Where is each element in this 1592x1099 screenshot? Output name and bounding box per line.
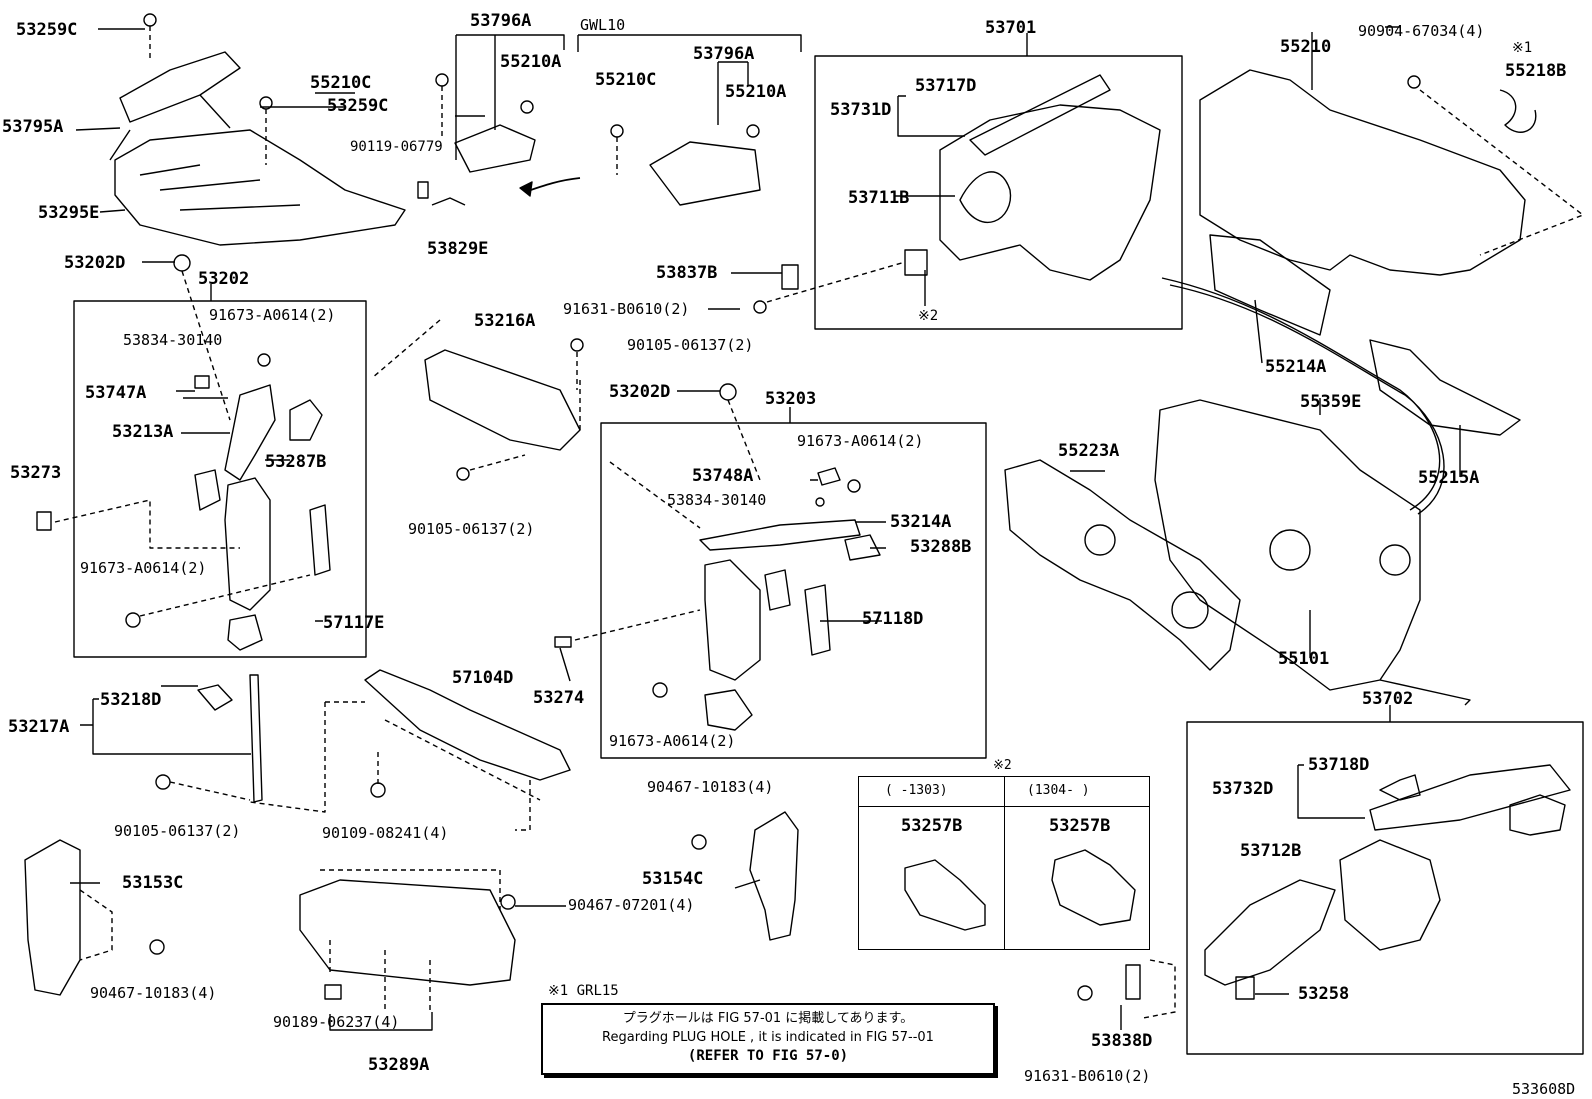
variant-col1-part: 53257B xyxy=(901,816,963,836)
label-55101: 55101 xyxy=(1278,649,1329,669)
label-53796A-b: 53796A xyxy=(693,44,754,64)
label-53203: 53203 xyxy=(765,389,816,409)
label-53796A-a: 53796A xyxy=(470,11,531,31)
label-53795A: 53795A xyxy=(2,117,63,137)
label-91673-A0614-b: 91673-A0614(2) xyxy=(80,559,206,577)
label-57117E: 57117E xyxy=(323,613,384,633)
label-53748A: 53748A xyxy=(692,466,753,486)
label-53712B: 53712B xyxy=(1240,841,1301,861)
plug-note-jp: プラグホールは FIG 57-01 に掲載してあります。 xyxy=(622,1011,914,1026)
label-53732D: 53732D xyxy=(1212,779,1273,799)
label-90105-06137-b: 90105-06137(2) xyxy=(408,520,534,538)
label-91673-A0614-a: 91673-A0614(2) xyxy=(209,306,335,324)
label-53838D: 53838D xyxy=(1091,1031,1152,1051)
group-box-53701 xyxy=(814,55,1183,330)
label-55218B: 55218B xyxy=(1505,61,1566,81)
variant-table: ( -1303) (1304- ) 53257B 53257B xyxy=(858,776,1150,950)
label-53273: 53273 xyxy=(10,463,61,483)
footer-code: 533608D xyxy=(1512,1080,1575,1098)
label-53717D: 53717D xyxy=(915,76,976,96)
label-53202: 53202 xyxy=(198,269,249,289)
label-53259C-b: 53259C xyxy=(327,96,388,116)
label-53287B: 53287B xyxy=(265,452,326,472)
label-55210A-b: 55210A xyxy=(725,82,786,102)
group-box-53202 xyxy=(73,300,367,658)
label-55214A: 55214A xyxy=(1265,357,1326,377)
label-53258: 53258 xyxy=(1298,984,1349,1004)
label-53218D: 53218D xyxy=(100,690,161,710)
label-55210C-a: 55210C xyxy=(310,73,371,93)
label-53153C: 53153C xyxy=(122,873,183,893)
label-90467-07201: 90467-07201(4) xyxy=(568,896,694,914)
variant-table-divider xyxy=(1004,777,1005,949)
label-57104D: 57104D xyxy=(452,668,513,688)
label-90105-06137-a: 90105-06137(2) xyxy=(627,336,753,354)
plug-note-refer: (REFER TO FIG 57-0) xyxy=(687,1048,849,1064)
note-star2: ※2 xyxy=(918,308,938,324)
label-53259C-a: 53259C xyxy=(16,20,77,40)
label-53837B: 53837B xyxy=(656,263,717,283)
variant-col2-header: (1304- ) xyxy=(1027,783,1090,798)
label-55359E: 55359E xyxy=(1300,392,1361,412)
label-53718D: 53718D xyxy=(1308,755,1369,775)
label-53731D: 53731D xyxy=(830,100,891,120)
label-53216A: 53216A xyxy=(474,311,535,331)
label-90189-06237: 90189-06237(4) xyxy=(273,1013,399,1031)
label-55210: 55210 xyxy=(1280,37,1331,57)
label-53202D-a: 53202D xyxy=(64,253,125,273)
note-gwl10: GWL10 xyxy=(580,16,625,34)
label-90119-06779: 90119-06779 xyxy=(350,139,443,155)
label-53274: 53274 xyxy=(533,688,584,708)
label-90467-10183-b: 90467-10183(4) xyxy=(647,778,773,796)
label-53288B: 53288B xyxy=(910,537,971,557)
note-star1: ※1 xyxy=(1512,40,1532,56)
label-53829E: 53829E xyxy=(427,239,488,259)
label-53295E: 53295E xyxy=(38,203,99,223)
label-53289A: 53289A xyxy=(368,1055,429,1075)
label-57118D: 57118D xyxy=(862,609,923,629)
label-53701: 53701 xyxy=(985,18,1036,38)
variant-col1-header: ( -1303) xyxy=(885,783,948,798)
label-53834-30140-a: 53834-30140 xyxy=(123,331,222,349)
label-53214A: 53214A xyxy=(890,512,951,532)
label-53213A: 53213A xyxy=(112,422,173,442)
label-53747A: 53747A xyxy=(85,383,146,403)
label-55215A: 55215A xyxy=(1418,468,1479,488)
plug-note-en: Regarding PLUG HOLE , it is indicated in… xyxy=(602,1030,934,1045)
group-box-53203 xyxy=(600,422,987,759)
label-55210C-b: 55210C xyxy=(595,70,656,90)
variant-table-title: ※2 xyxy=(993,758,1012,773)
label-53711B: 53711B xyxy=(848,188,909,208)
label-53202D-b: 53202D xyxy=(609,382,670,402)
label-53217A: 53217A xyxy=(8,717,69,737)
label-91631-B0610-a: 91631-B0610(2) xyxy=(563,300,689,318)
note-grl15: ※1 GRL15 xyxy=(548,983,619,999)
label-91631-B0610-b: 91631-B0610(2) xyxy=(1024,1067,1150,1085)
variant-col2-part: 53257B xyxy=(1049,816,1111,836)
label-53702: 53702 xyxy=(1362,689,1413,709)
label-91673-A0614-d: 91673-A0614(2) xyxy=(609,732,735,750)
group-box-53702 xyxy=(1186,721,1584,1055)
label-55210A-a: 55210A xyxy=(500,52,561,72)
label-55223A: 55223A xyxy=(1058,441,1119,461)
label-91673-A0614-c: 91673-A0614(2) xyxy=(797,432,923,450)
plug-hole-note: プラグホールは FIG 57-01 に掲載してあります。 Regarding P… xyxy=(541,1003,995,1075)
label-90904-67034: 90904-67034(4) xyxy=(1358,22,1484,40)
label-53154C: 53154C xyxy=(642,869,703,889)
label-90105-06137-c: 90105-06137(2) xyxy=(114,822,240,840)
label-53834-30140-b: 53834-30140 xyxy=(667,491,766,509)
label-90109-08241: 90109-08241(4) xyxy=(322,824,448,842)
label-90467-10183-a: 90467-10183(4) xyxy=(90,984,216,1002)
